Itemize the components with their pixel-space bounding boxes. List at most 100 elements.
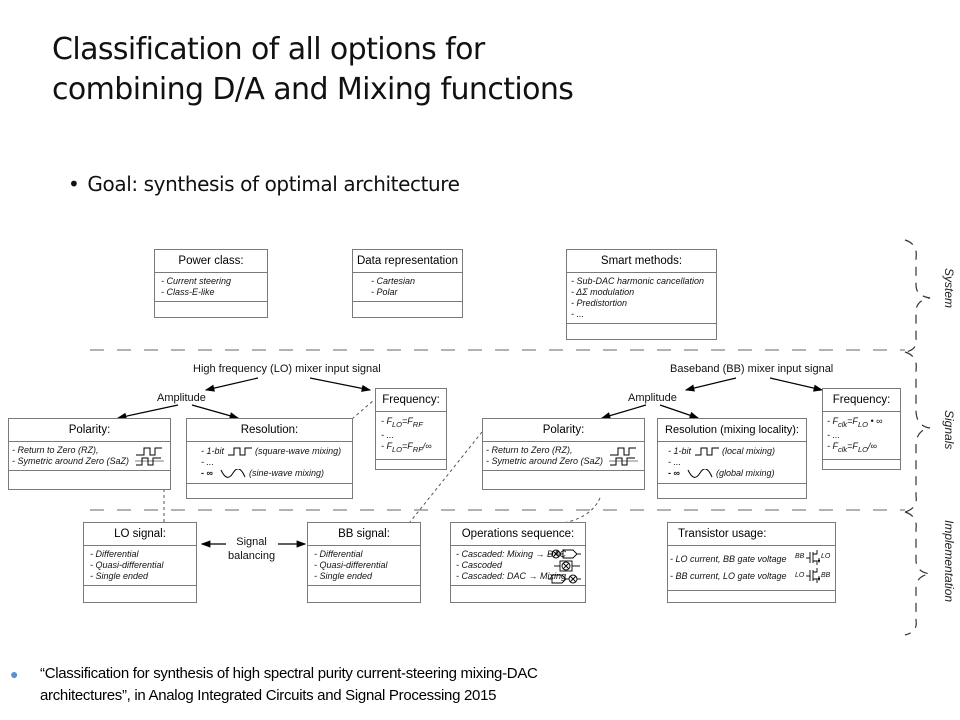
- title-line-2: combining D/A and Mixing functions: [52, 72, 574, 107]
- arrow-bb-to-frequency: [769, 377, 824, 392]
- list-item: - Single ended: [90, 571, 149, 581]
- brace-signals: [904, 351, 931, 513]
- citation: ● “Classification for synthesis of high …: [10, 663, 538, 707]
- square-wave-icon: [227, 447, 252, 456]
- box-lo-frequency: Frequency: - FLO=FRF - ... - FLO=FRF/∞: [375, 388, 447, 470]
- box-data-representation: Data representation - Cartesian - Polar: [352, 249, 463, 318]
- list-item: - FLO=FRF/∞: [381, 440, 432, 454]
- transistor-icon: LO BB: [795, 567, 833, 584]
- box-bb-signal: BB signal: - Differential - Quasi-differ…: [307, 522, 421, 603]
- sine-wave-icon: [687, 469, 713, 478]
- bb-amplitude-label: Amplitude: [628, 392, 677, 404]
- arrow-amplitude-to-polarity: [116, 404, 179, 420]
- box-bb-polarity: Polarity: - Return to Zero (RZ), - Symet…: [482, 418, 645, 490]
- level-label-implementation: Implementation: [942, 520, 956, 603]
- transistor-icon: BB LO: [795, 550, 833, 567]
- box-bb-frequency: Frequency: - Fclk=FLO • ∞ - ... - Fclk=F…: [822, 388, 901, 470]
- slide-title: Classification of all options for combin…: [52, 30, 574, 110]
- box-title: Frequency:: [823, 389, 900, 412]
- box-lo-signal: LO signal: - Differential - Quasi-differ…: [83, 522, 197, 603]
- square-wave-icon: [694, 447, 719, 456]
- title-line-1: Classification of all options for: [52, 32, 485, 67]
- list-item: - Cascaded: DAC → Mixing: [456, 571, 567, 581]
- list-item: - Polar: [371, 287, 398, 297]
- list-item: - Sub-DAC harmonic cancellation: [571, 276, 705, 286]
- box-title: Power class:: [155, 250, 267, 273]
- box-title: LO signal:: [84, 523, 196, 546]
- goal-text: Goal: synthesis of optimal architecture: [87, 172, 460, 196]
- arrow-amplitude-to-resolution: [191, 404, 240, 420]
- bb-signal-heading: Baseband (BB) mixer input signal: [670, 363, 834, 375]
- list-item: - Fclk=FLO • ∞: [827, 416, 883, 429]
- box-bb-resolution: Resolution (mixing locality): - 1-bit (l…: [657, 418, 807, 499]
- box-lo-polarity: Polarity: - Return to Zero (RZ), - Symet…: [8, 418, 171, 490]
- arrow-amplitude-to-bb-resolution: [659, 404, 700, 419]
- sine-wave-icon: [220, 469, 246, 478]
- list-item: - Differential: [314, 549, 363, 559]
- box-smart-methods: Smart methods: - Sub-DAC harmonic cancel…: [566, 249, 717, 340]
- list-item: - Single ended: [314, 571, 373, 581]
- brace-implementation: [904, 511, 931, 636]
- list-item: - Quasi-differential: [90, 560, 164, 570]
- list-item: - Quasi-differential: [314, 560, 388, 570]
- goal-bullet: • Goal: synthesis of optimal architecture: [68, 172, 460, 196]
- box-title: BB signal:: [308, 523, 420, 546]
- list-item: - FLO=FRF: [381, 416, 423, 429]
- rz-waveform-icon: [135, 447, 164, 466]
- list-item: - Cascoded: [456, 560, 503, 570]
- arrow-lo-to-frequency: [309, 377, 372, 392]
- bullet-icon: ●: [10, 666, 19, 682]
- arrow-amplitude-to-bb-polarity: [600, 404, 647, 420]
- list-item: - Symetric around Zero (SaZ): [12, 456, 130, 466]
- list-item: - Predistortion: [571, 298, 628, 308]
- list-item: - Current steering: [161, 276, 232, 286]
- list-item: - Return to Zero (RZ),: [486, 445, 573, 455]
- list-item: - ∞ (sine-wave mixing): [201, 468, 324, 478]
- list-item: - ...: [381, 429, 394, 440]
- saz-waveform-icon: [609, 447, 638, 466]
- list-item: - BB current, LO gate voltage: [670, 571, 787, 581]
- box-title: Resolution (mixing locality):: [658, 419, 806, 442]
- lo-amplitude-label: Amplitude: [157, 392, 206, 404]
- box-title: Polarity:: [9, 419, 170, 442]
- list-item: - Cascaded: Mixing → DAC: [456, 549, 567, 559]
- list-item: - Symetric around Zero (SaZ): [486, 456, 604, 466]
- list-item: - LO current, BB gate voltage: [670, 554, 787, 564]
- lo-signal-heading: High frequency (LO) mixer input signal: [193, 363, 381, 375]
- box-transistor-usage: Transistor usage: - LO current, BB gate …: [667, 522, 836, 603]
- list-item: - ∞ (global mixing): [668, 468, 775, 478]
- connector-bbpolarity-bbsignal: [409, 431, 483, 523]
- box-title: Polarity:: [483, 419, 644, 442]
- box-title: Frequency:: [376, 389, 446, 412]
- citation-line-2: architectures”, in Analog Integrated Cir…: [40, 687, 497, 704]
- brace-system: [904, 239, 931, 353]
- list-item: - Differential: [90, 549, 139, 559]
- signal-balancing-label: Signal balancing: [228, 536, 276, 562]
- bullet-icon: •: [68, 172, 80, 196]
- level-label-signals: Signals: [942, 410, 956, 450]
- list-item: - ...: [201, 457, 214, 467]
- list-item: - Fclk=FLO/∞: [827, 440, 877, 454]
- list-item: - ...: [668, 457, 681, 467]
- connector-bbresolution-ops: [555, 497, 601, 525]
- list-item: - 1-bit (square-wave mixing): [201, 446, 342, 456]
- box-lo-resolution: Resolution: - 1-bit (square-wave mixing)…: [186, 418, 353, 499]
- connector-resolution-frequency: [351, 399, 375, 420]
- list-item: - ...: [827, 429, 840, 440]
- box-power-class: Power class: - Current steering - Class-…: [154, 249, 268, 318]
- list-item: - Class-E-like: [161, 287, 215, 297]
- list-item: - ΔΣ modulation: [571, 287, 635, 297]
- box-operations-sequence: Operations sequence: - Cascaded: Mixing …: [450, 522, 586, 603]
- list-item: - 1-bit (local mixing): [668, 446, 776, 456]
- mixer-dac-block-icons: [548, 549, 581, 584]
- level-label-system: System: [942, 268, 956, 309]
- list-item: - Return to Zero (RZ),: [12, 445, 99, 455]
- arrow-lo-to-amplitude: [204, 377, 259, 392]
- box-title: Resolution:: [187, 419, 352, 442]
- box-title: Data representation: [353, 250, 462, 273]
- box-title: Transistor usage:: [668, 523, 835, 546]
- arrow-bb-to-amplitude: [684, 377, 737, 392]
- list-item: - Cartesian: [371, 276, 416, 286]
- box-title: Operations sequence:: [451, 523, 585, 546]
